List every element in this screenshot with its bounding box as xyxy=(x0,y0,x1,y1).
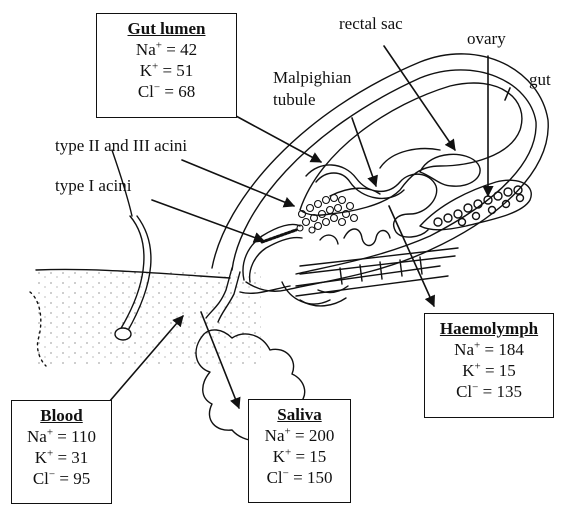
saliva-cl: Cl− = 150 xyxy=(249,467,350,488)
blood-cl: Cl− = 95 xyxy=(12,468,111,489)
saliva-k: K+ = 15 xyxy=(249,446,350,467)
tubule-coils xyxy=(320,229,390,246)
label-gut: gut xyxy=(529,70,551,90)
rectal-sac xyxy=(420,154,480,186)
haemolymph-k: K+ = 15 xyxy=(425,360,553,381)
blood-na: Na+ = 110 xyxy=(12,426,111,447)
label-malpighian-line2: tubule xyxy=(273,89,351,111)
label-malpighian-line1: Malpighian xyxy=(273,67,351,89)
gut-lumen-box: Gut lumen Na+ = 42 K+ = 51 Cl− = 68 xyxy=(96,13,237,118)
label-rectal-sac: rectal sac xyxy=(339,14,403,34)
saliva-na: Na+ = 200 xyxy=(249,425,350,446)
gut-lumen-cl: Cl− = 68 xyxy=(97,81,236,102)
haemolymph-na: Na+ = 184 xyxy=(425,339,553,360)
saliva-box: Saliva Na+ = 200 K+ = 15 Cl− = 150 xyxy=(248,399,351,503)
label-malpighian: Malpighian tubule xyxy=(273,67,351,111)
gut-lumen-na: Na+ = 42 xyxy=(97,39,236,60)
host-skin xyxy=(30,269,290,366)
gut-lumen-title: Gut lumen xyxy=(97,18,236,39)
blood-title: Blood xyxy=(12,405,111,426)
label-type-2-3-acini: type II and III acini xyxy=(55,136,187,156)
malpighian-tubule xyxy=(306,165,437,237)
haemolymph-title: Haemolymph xyxy=(425,318,553,339)
gut-lumen-k: K+ = 51 xyxy=(97,60,236,81)
blood-box: Blood Na+ = 110 K+ = 31 Cl− = 95 xyxy=(11,400,112,504)
label-ovary: ovary xyxy=(467,29,506,49)
haemolymph-box: Haemolymph Na+ = 184 K+ = 15 Cl− = 135 xyxy=(424,313,554,418)
label-type-1-acini: type I acini xyxy=(55,176,131,196)
saliva-title: Saliva xyxy=(249,404,350,425)
haemolymph-cl: Cl− = 135 xyxy=(425,381,553,402)
blood-k: K+ = 31 xyxy=(12,447,111,468)
